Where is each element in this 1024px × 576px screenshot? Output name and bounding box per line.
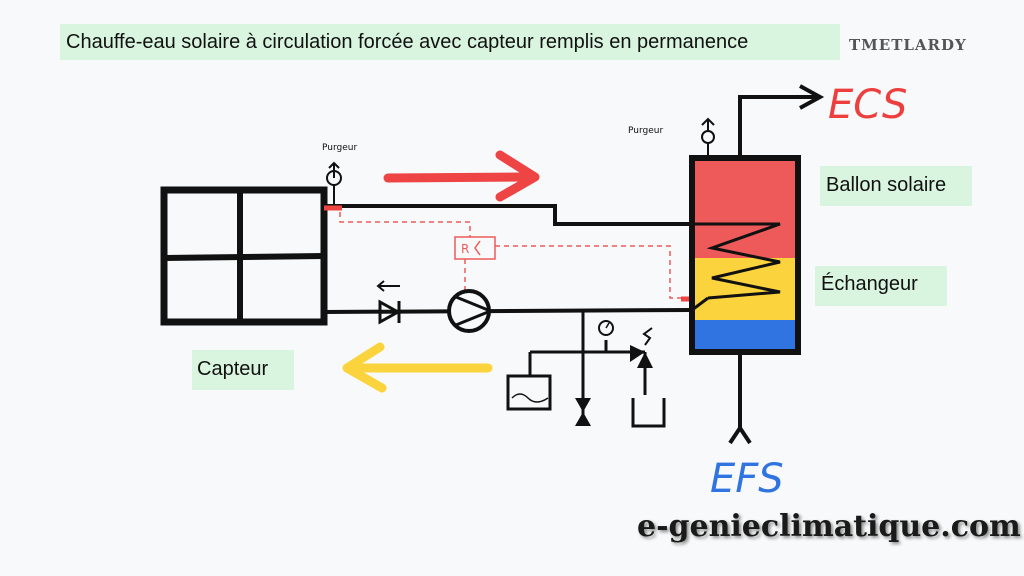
ecs-outlet-pipe [738, 95, 820, 158]
author-watermark: TMETLARDY [849, 36, 967, 54]
solar-tank [689, 155, 801, 355]
circulator-pump [447, 289, 491, 333]
check-valve [376, 280, 402, 325]
right-air-vent: Purgeur [628, 117, 715, 158]
left-air-vent: Purgeur [322, 143, 357, 206]
safety-group [506, 312, 666, 428]
heat-exchanger-coil [692, 222, 781, 300]
purgeur-right-label: Purgeur [628, 126, 663, 136]
efs-inlet-fork [728, 424, 752, 445]
ecs-label: ECS [828, 82, 907, 128]
regulator: R [454, 236, 496, 260]
svg-text:R: R [461, 242, 469, 256]
drain-valve [575, 398, 591, 426]
cold-pipe [323, 308, 693, 314]
expansion-vessel [506, 374, 552, 411]
diagram-title: Chauffe-eau solaire à circulation forcée… [60, 24, 840, 60]
control-wire-collector [339, 212, 471, 237]
safety-valve [630, 345, 653, 368]
site-watermark: e-genieclimatique.com [637, 509, 1021, 544]
ballon-label: Ballon solaire [820, 166, 972, 206]
control-wire-tank [495, 245, 681, 299]
ecs-arrow-head [799, 84, 825, 110]
echangeur-label: Échangeur [815, 266, 947, 306]
hot-flow-arrow [383, 150, 540, 202]
tundish [631, 398, 666, 428]
efs-label: EFS [710, 456, 784, 502]
hot-pipe [324, 204, 692, 226]
solar-collector [160, 186, 328, 326]
purgeur-left-label: Purgeur [322, 143, 357, 153]
capteur-label: Capteur [192, 350, 294, 390]
cold-flow-arrow [342, 342, 493, 393]
